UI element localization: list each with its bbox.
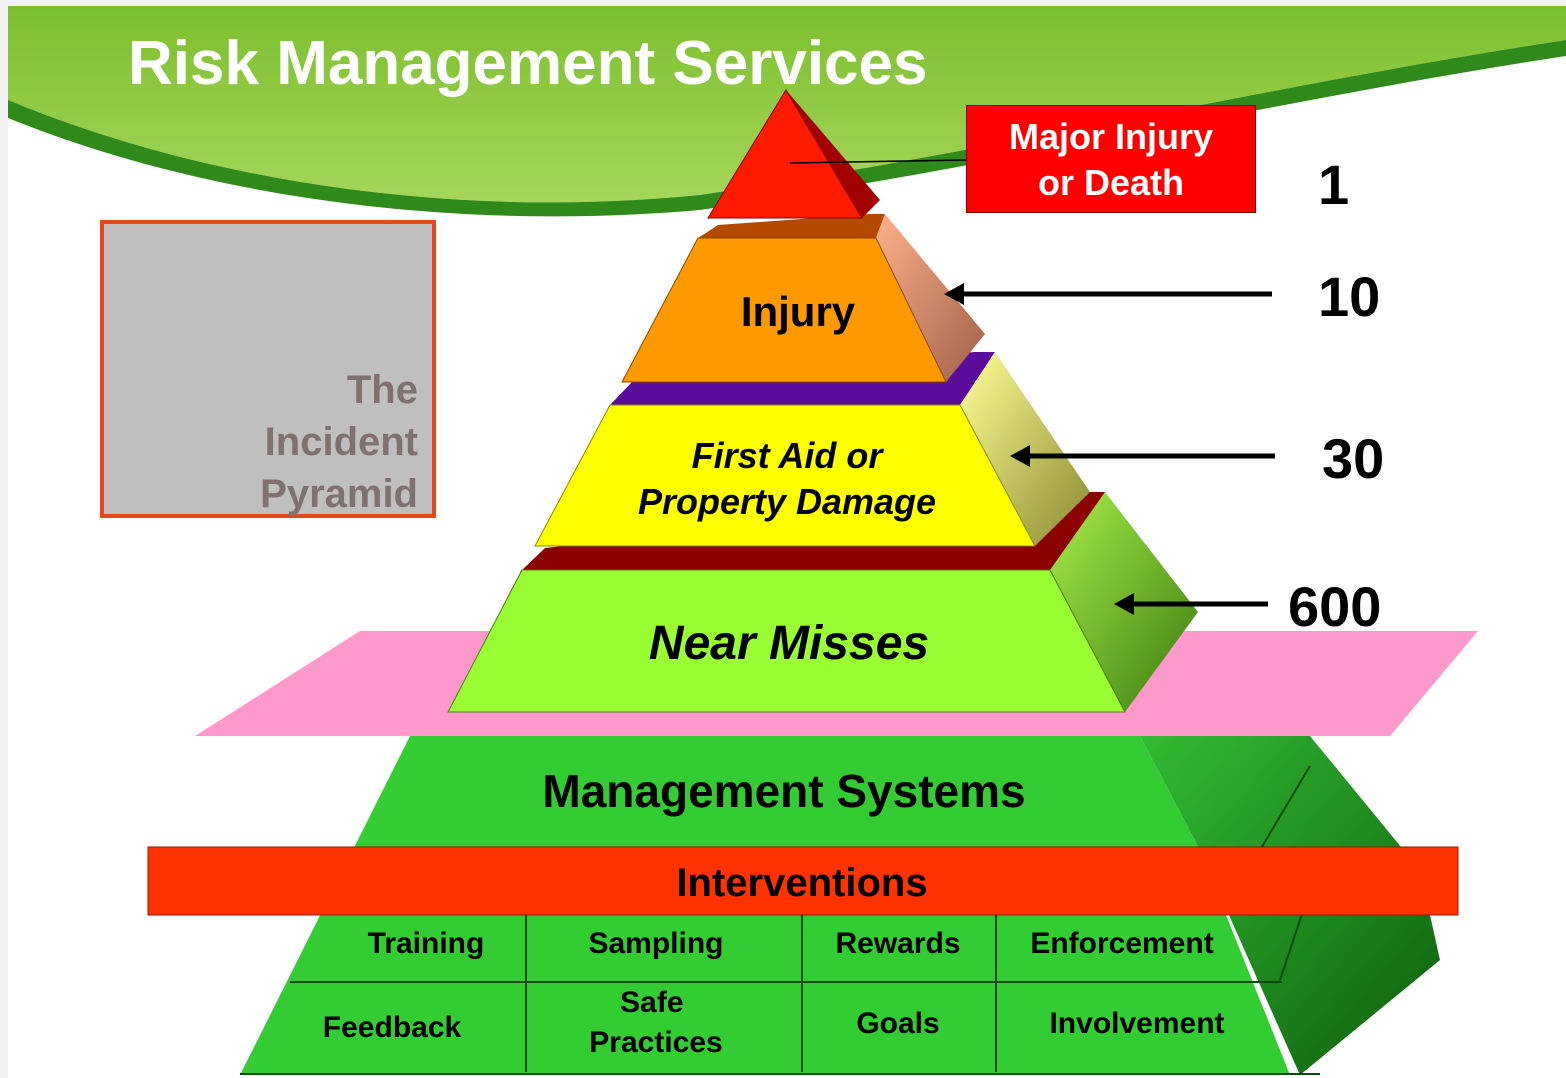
incident-pyramid-line: The	[346, 368, 418, 412]
intervention-involvement: Involvement	[1049, 1007, 1224, 1040]
intervention-safe-practices: Safe Practices	[589, 986, 722, 1059]
management-systems-label: Management Systems	[542, 765, 1025, 817]
apex-side	[786, 90, 880, 218]
injury-top	[698, 214, 885, 238]
count-first-aid: 30	[1322, 427, 1385, 490]
arrow	[1010, 445, 1275, 467]
major-injury-label: Major Injury or Death	[966, 105, 1256, 213]
intervention-goals: Goals	[856, 1007, 939, 1040]
incident-pyramid-line: Pyramid	[260, 472, 418, 516]
intervention-safe-practices-line2: Practices	[589, 1026, 722, 1059]
management-edge	[1259, 765, 1311, 851]
intervention-training: Training	[368, 927, 485, 960]
intervention-enforcement: Enforcement	[1030, 927, 1213, 960]
injury-side	[876, 214, 985, 382]
count-major: 1	[1318, 153, 1350, 216]
intervention-feedback: Feedback	[323, 1011, 462, 1044]
incident-pyramid-label: The Incident Pyramid	[260, 364, 418, 520]
first-aid-label-line2: Property Damage	[638, 481, 936, 522]
intervention-rewards: Rewards	[835, 927, 960, 960]
incident-pyramid-line: Incident	[264, 420, 418, 464]
injury-label: Injury	[741, 288, 856, 335]
near-misses-label: Near Misses	[649, 617, 929, 670]
first-aid-front	[534, 404, 1036, 547]
incident-pyramid-box: The Incident Pyramid	[100, 220, 436, 518]
arrow	[944, 283, 1272, 305]
injury-front	[621, 237, 947, 383]
major-injury-line: or Death	[1037, 162, 1185, 203]
apex-front	[707, 89, 863, 219]
interventions-grid	[240, 915, 1320, 1075]
apex-connector	[789, 159, 967, 164]
page-title: Risk Management Services	[128, 29, 928, 98]
interventions-bar	[147, 846, 1459, 916]
intervention-safe-practices-line1: Safe	[620, 986, 683, 1019]
near-misses-front	[447, 569, 1126, 713]
count-injury: 10	[1318, 265, 1381, 328]
interventions-label: Interventions	[676, 861, 927, 905]
intervention-sampling: Sampling	[588, 927, 723, 960]
major-injury-line: Major Injury	[1008, 116, 1214, 157]
count-near-misses: 600	[1288, 575, 1382, 638]
arrow	[1114, 593, 1268, 615]
first-aid-label-line1: First Aid or	[692, 435, 885, 476]
